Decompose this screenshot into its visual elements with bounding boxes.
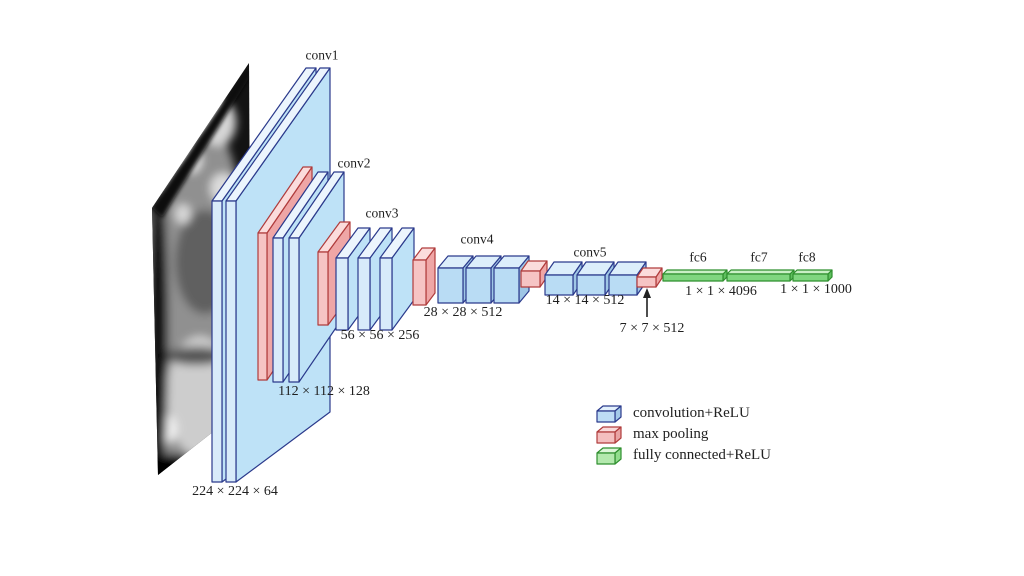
pool-plate [520, 260, 548, 288]
fc-bar [792, 269, 833, 282]
pool-plate-front-face [636, 276, 657, 288]
fc-bar [726, 269, 795, 282]
input-image-edge-shadow [152, 63, 251, 218]
legend-label-convolution: convolution+ReLU [633, 405, 750, 421]
layer-label-fc6: fc6 [689, 249, 707, 265]
legend: convolution+ReLU max pooling fully conne… [593, 403, 771, 466]
pool-plate-front-face [257, 232, 268, 381]
size-label-conv1: 224 × 224 × 64 [192, 484, 278, 499]
conv-plate-front-face [335, 257, 349, 331]
size-label-pool5: 7 × 7 × 512 [619, 321, 685, 336]
layer-label-conv4: conv4 [460, 231, 494, 247]
conv-box-front-face [493, 267, 520, 304]
conv-plate-front-face [272, 237, 284, 383]
legend-row-maxpool: max pooling [593, 424, 771, 445]
pool-plate-front-face [412, 259, 427, 306]
fc-bar-front-face [662, 273, 724, 282]
max-pooling-swatch-icon [596, 425, 622, 444]
layer-label-conv2: conv2 [337, 155, 371, 171]
conv-plate-front-face [288, 237, 300, 383]
layer-label-fc8: fc8 [798, 249, 816, 265]
conv-box-front-face [544, 274, 574, 296]
convolution-swatch-icon [596, 404, 622, 423]
conv-box-front-face [465, 267, 492, 304]
conv-box-front-face [437, 267, 464, 304]
layer-label-fc7: fc7 [750, 249, 768, 265]
conv-plate-front-face [379, 257, 393, 331]
size-label-conv5: 14 × 14 × 512 [545, 293, 625, 308]
conv-plate-front-face [211, 200, 223, 483]
layer-label-conv1: conv1 [305, 47, 339, 63]
fc-bar [662, 269, 728, 282]
pool-plate [636, 267, 663, 288]
pool5-pointer-arrow [643, 288, 651, 317]
size-label-conv2: 112 × 112 × 128 [278, 384, 370, 399]
pool-plate [412, 247, 436, 306]
size-label-conv3: 56 × 56 × 256 [340, 328, 420, 343]
conv-box-front-face [576, 274, 606, 296]
legend-row-fully-connected: fully connected+ReLU [593, 445, 771, 466]
fc-bar-front-face [726, 273, 791, 282]
fc-bar-front-face [792, 273, 829, 282]
size-label-conv4: 28 × 28 × 512 [423, 305, 503, 320]
layer-label-conv3: conv3 [365, 205, 399, 221]
conv-plate [379, 227, 415, 331]
legend-row-convolution: convolution+ReLU [593, 403, 771, 424]
legend-label-maxpool: max pooling [633, 426, 709, 442]
conv-box-front-face [608, 274, 638, 296]
legend-label-fully-connected: fully connected+ReLU [633, 447, 771, 463]
layer-blocks [211, 67, 833, 483]
pool-plate-front-face [520, 270, 541, 288]
size-label-fc8: 1 × 1 × 1000 [780, 282, 852, 297]
conv-plate-front-face [357, 257, 371, 331]
fully-connected-swatch-icon [596, 446, 622, 465]
pool-plate-front-face [317, 251, 329, 326]
size-label-fc6-fc7: 1 × 1 × 4096 [685, 284, 757, 299]
layer-label-conv5: conv5 [573, 244, 607, 260]
conv-plate-front-face [225, 200, 237, 483]
